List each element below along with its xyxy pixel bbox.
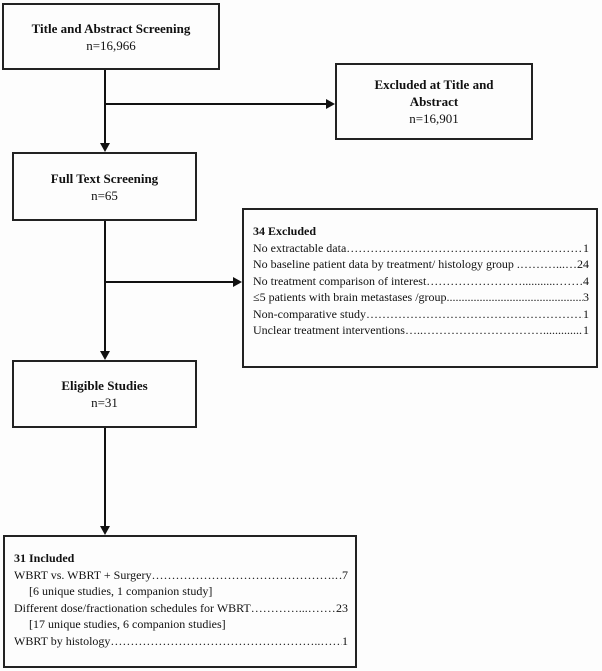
connector-title-to-fulltext xyxy=(104,70,106,144)
box-title: Abstract xyxy=(409,94,459,109)
arrowhead-right-icon xyxy=(326,99,335,109)
excluded-reason-count: 1 xyxy=(583,306,589,321)
dot-leader: ……………………...........……………………………………… xyxy=(426,273,583,288)
title-abstract-screening-box: Title and Abstract Screening n=16,966 xyxy=(2,3,220,70)
dot-leader: ……………………………………………..……………………… xyxy=(110,633,342,648)
included-category-count: 1 xyxy=(342,633,348,648)
box-title: Excluded at Title and xyxy=(374,77,494,92)
excluded-reason-label: Unclear treatment interventions xyxy=(253,323,405,337)
list-heading: 31 Included xyxy=(14,551,75,565)
excluded-title-abstract-box: Excluded at Title and Abstract n=16,901 xyxy=(335,63,533,140)
included-studies-box: 31 Included WBRT vs. WBRT + Surgery …………… xyxy=(3,535,357,668)
box-title: Title and Abstract Screening xyxy=(31,20,191,36)
excluded-fulltext-box: 34 Excluded No extractable data ……………………… xyxy=(242,208,598,368)
included-category-row: Different dose/fractionation schedules f… xyxy=(14,600,348,617)
arrowhead-right-icon xyxy=(233,277,242,287)
excluded-reason-label: No extractable data xyxy=(253,240,347,255)
connector-fulltext-to-eligible xyxy=(104,221,106,352)
excluded-reason-label: ≤5 patients with brain metastases /group xyxy=(253,290,447,304)
eligible-studies-box: Eligible Studies n=31 xyxy=(12,360,197,428)
box-title: Full Text Screening xyxy=(50,170,159,186)
included-category-label: WBRT by histology xyxy=(14,633,111,648)
excluded-reason-count: 24 xyxy=(577,257,589,271)
included-category-count: 23 xyxy=(336,600,348,615)
excluded-reason-row: Unclear treatment interventions …..……………… xyxy=(253,322,589,339)
excluded-reason-count: 1 xyxy=(583,323,589,337)
dot-leader: …..………………………….............………………………… xyxy=(404,323,583,337)
excluded-reason-row: No extractable data ……………………………………………………… xyxy=(253,240,589,257)
included-category-row: WBRT by histology ……………………………………………..………… xyxy=(14,633,348,650)
arrowhead-down-icon xyxy=(100,526,110,535)
excluded-reason-count: 1 xyxy=(583,240,589,255)
dot-leader: ……………………………………….……………………… xyxy=(151,567,342,582)
excluded-reason-row: Non-comparative study ………………………………………………… xyxy=(253,306,589,323)
box-count: n=16,966 xyxy=(86,37,136,53)
excluded-reason-count: 3 xyxy=(583,290,589,304)
included-subnote: [17 unique studies, 6 companion studies] xyxy=(29,617,226,631)
excluded-reason-label: No treatment comparison of interest xyxy=(253,273,427,288)
excluded-reason-label: No baseline patient data by treatment/ h… xyxy=(253,257,520,271)
dot-leader: ………...……………………………………………………… xyxy=(519,257,577,271)
included-category-label: Different dose/fractionation schedules f… xyxy=(14,600,251,615)
included-category-count: 7 xyxy=(342,567,348,582)
excluded-reason-row: No treatment comparison of interest …………… xyxy=(253,273,589,290)
included-subnote: [6 unique studies, 1 companion study] xyxy=(29,584,213,598)
box-count: n=16,901 xyxy=(409,111,459,126)
full-text-screening-box: Full Text Screening n=65 xyxy=(12,152,197,221)
box-count: n=65 xyxy=(91,187,118,203)
arrowhead-down-icon xyxy=(100,351,110,360)
connector-to-excluded-fulltext xyxy=(104,281,234,283)
excluded-reason-count: 4 xyxy=(583,273,589,288)
excluded-reason-label: Non-comparative study xyxy=(253,306,366,321)
dot-leader: ……………………………………………….........……………… xyxy=(365,306,583,321)
excluded-reason-row: ≤5 patients with brain metastases /group… xyxy=(253,289,589,306)
box-count: n=31 xyxy=(91,395,118,410)
dot-leader: ........................................… xyxy=(446,290,583,304)
included-category-row: WBRT vs. WBRT + Surgery ……………………………………….… xyxy=(14,567,348,584)
arrowhead-down-icon xyxy=(100,143,110,152)
excluded-reason-row: No baseline patient data by treatment/ h… xyxy=(253,256,589,273)
dot-leader: ………………………………………………………………………………........ xyxy=(346,240,583,255)
included-category-label: WBRT vs. WBRT + Surgery xyxy=(14,567,152,582)
box-title: Eligible Studies xyxy=(61,378,148,393)
connector-eligible-to-included xyxy=(104,428,106,527)
list-heading: 34 Excluded xyxy=(253,224,317,238)
connector-to-excluded-title xyxy=(104,103,327,105)
dot-leader: …………...……………………………………………… xyxy=(250,600,336,615)
